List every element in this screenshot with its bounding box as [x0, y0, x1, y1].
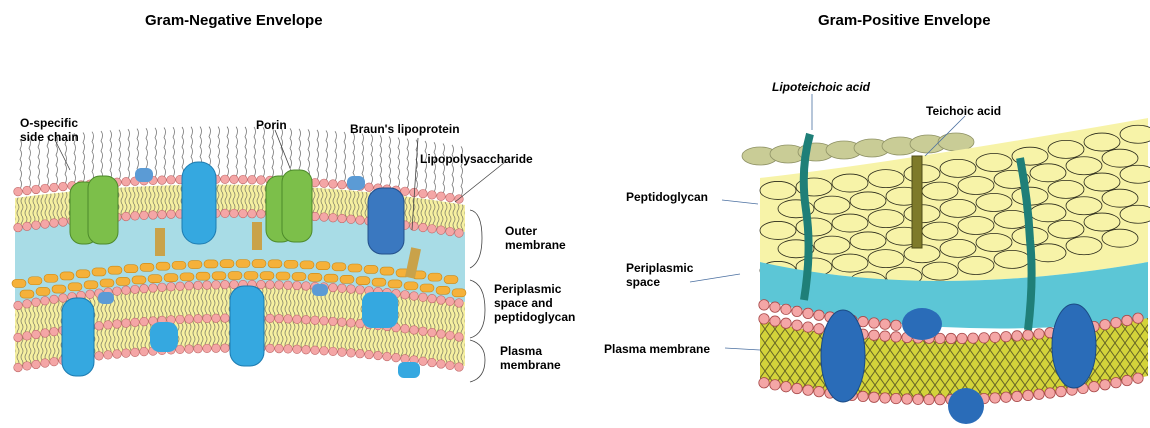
label-brauns-lipoprotein: Braun's lipoprotein [350, 122, 460, 136]
label-plasma-membrane-neg: Plasma membrane [500, 344, 561, 372]
label-o-specific-side-chain: O-specific side chain [20, 116, 79, 144]
label-outer-membrane: Outer membrane [505, 224, 566, 252]
brauns-lipoprotein-shape [155, 228, 165, 256]
label-periplasmic-space-peptidoglycan: Periplasmic space and peptidoglycan [494, 282, 575, 324]
label-plasma-membrane-pos: Plasma membrane [604, 342, 710, 356]
label-porin: Porin [256, 118, 287, 132]
label-lipopolysaccharide: Lipopolysaccharide [420, 152, 533, 166]
label-lipoteichoic-acid: Lipoteichoic acid [772, 80, 870, 94]
gram-positive-diagram [690, 94, 1150, 424]
label-teichoic-acid: Teichoic acid [926, 104, 1001, 118]
label-periplasmic-space-pos: Periplasmic space [626, 261, 693, 289]
label-peptidoglycan: Peptidoglycan [626, 190, 708, 204]
gram-negative-title: Gram-Negative Envelope [145, 12, 323, 29]
gram-positive-title: Gram-Positive Envelope [818, 12, 991, 29]
teichoic-acid-shape [912, 156, 922, 248]
